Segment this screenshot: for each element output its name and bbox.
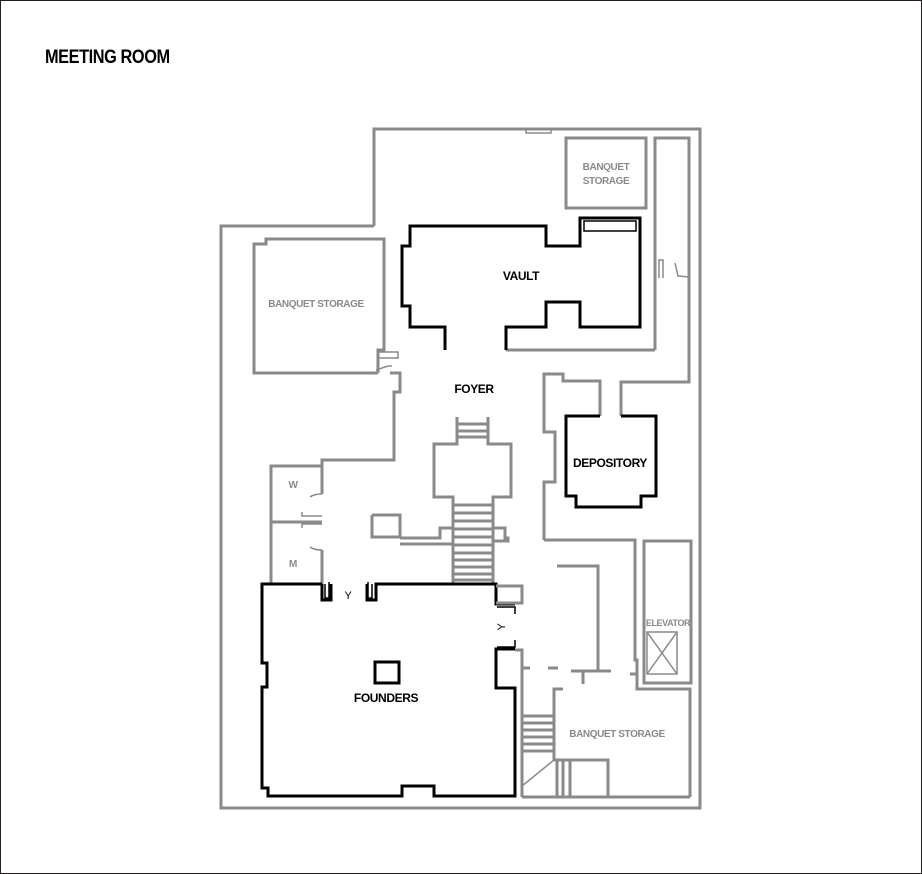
foyer-label: FOYER bbox=[454, 382, 494, 396]
room-vault[interactable]: VAULT bbox=[400, 216, 642, 350]
building-outline bbox=[219, 127, 702, 810]
room-banquet-storage-top[interactable]: BANQUET STORAGE bbox=[564, 136, 648, 210]
restrooms[interactable]: W M bbox=[269, 464, 324, 584]
depository-label: DEPOSITORY bbox=[573, 456, 647, 470]
central-staircase[interactable] bbox=[370, 417, 513, 584]
east-corridor bbox=[522, 538, 692, 697]
vault-label: VAULT bbox=[503, 269, 540, 283]
banquet-storage-bottom-label: BANQUET STORAGE bbox=[569, 729, 665, 740]
foyer-left-walls bbox=[320, 371, 402, 466]
entry-marker-top: Y bbox=[345, 590, 353, 602]
elevator-label: ELEVATOR bbox=[646, 618, 691, 628]
room-banquet-storage-bottom[interactable]: BANQUET STORAGE bbox=[521, 687, 692, 799]
room-founders[interactable]: FOUNDERS Y Y bbox=[260, 582, 517, 798]
room-depository[interactable]: DEPOSITORY bbox=[542, 372, 658, 540]
closet-right bbox=[496, 584, 524, 797]
elevator[interactable]: ELEVATOR bbox=[642, 539, 693, 685]
entry-marker-right: Y bbox=[496, 622, 508, 630]
banquet-storage-top-label-1: BANQUET bbox=[583, 162, 630, 173]
right-corridor bbox=[506, 136, 691, 416]
restroom-men-label: M bbox=[289, 559, 297, 570]
restroom-women-label: W bbox=[288, 480, 298, 491]
banquet-storage-left-label: BANQUET STORAGE bbox=[268, 299, 364, 310]
banquet-storage-top-label-2: STORAGE bbox=[583, 176, 630, 187]
founders-label: FOUNDERS bbox=[354, 691, 419, 705]
page-title: MEETING ROOM bbox=[45, 47, 170, 68]
room-banquet-storage-left[interactable]: BANQUET STORAGE bbox=[252, 237, 399, 375]
